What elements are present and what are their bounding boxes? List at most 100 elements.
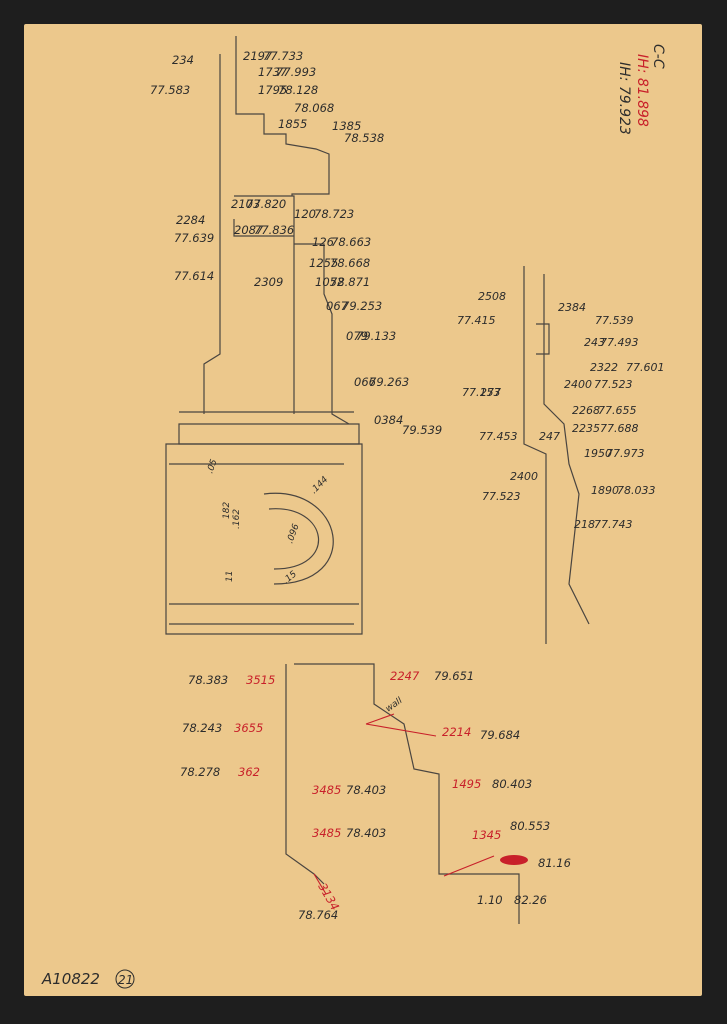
lower-profile-red-label: 3485 [312,783,341,797]
upper-profile-label: 77.993 [276,65,316,79]
upper-profile-label: 1795 [258,83,287,97]
upper-profile-label: 78.668 [330,256,370,270]
right-profile-label: 77.153 [462,386,501,399]
upper-profile-label: 78.068 [294,101,334,115]
right-profile-label: 77.493 [600,336,639,349]
red-leader [365,713,437,737]
lower-profile-red-label: 1345 [472,828,501,842]
plan-note: .05 [205,458,219,475]
lower-profile-red-label: 3515 [246,673,275,687]
upper-profile-label: 2309 [254,275,283,289]
upper-profile-label: 78.723 [314,207,354,221]
upper-wall-line [234,195,295,414]
red-leader [313,873,327,895]
lower-profile-label: 1.10 [477,893,503,907]
plan-note: .162 [232,509,242,529]
plan-note: .144 [309,475,330,496]
right-profile-label: 2384 [558,301,586,314]
upper-profile-label: 79.539 [402,423,442,437]
page-number: 21 [118,973,133,987]
upper-profile-label: 2284 [176,213,205,227]
header-ih-gray: IH: 79.923 [616,62,632,135]
right-wall-line [523,266,547,644]
red-leader [443,855,495,877]
right-profile-label: 77.523 [594,378,633,391]
right-profile-label: 77.415 [457,314,496,327]
upper-profile-label: 1255 [309,256,338,270]
upper-profile-label: 126 [312,235,334,249]
lower-profile-label: 78.764 [298,908,338,922]
right-profile-label: 243 [584,336,605,349]
upper-profile-label: 2103 [231,197,260,211]
upper-profile-label: 1385 [332,119,361,133]
lower-profile-label: 78.278 [180,765,220,779]
right-profile-label: 1890 [591,484,619,497]
upper-profile-label: 79.133 [356,329,396,343]
right-profile-label: 77.539 [595,314,634,327]
right-wall-line [536,323,550,355]
lower-profile-label: 78.403 [346,783,386,797]
upper-profile-label: 1052 [315,275,344,289]
right-profile-label: 77.688 [600,422,639,435]
lower-profile-label: 82.26 [514,893,547,907]
upper-profile-label: 2197 [243,49,273,63]
right-profile-label: 1950 [584,447,612,460]
right-profile-label: 77.973 [606,447,645,460]
right-profile-label: 2400 [510,470,538,483]
lower-profile-label: 79.651 [434,669,474,683]
upper-profile-label: 78.538 [344,131,384,145]
labels-group: 23477.583219777.733173777.993179578.1281… [150,49,665,922]
plan-inner [169,603,359,625]
plan-note: 182 [222,502,232,519]
upper-profile-label: 77.614 [174,269,214,283]
right-profile-label: 2235 [572,422,600,435]
lower-profile-label: 81.16 [538,856,571,870]
upper-profile-label: 78.871 [330,275,370,289]
lower-profile-label: 78.383 [188,673,228,687]
upper-profile-label: 77.733 [263,49,303,63]
upper-wall-line [235,36,330,196]
upper-profile-label: 066 [354,375,376,389]
platform [178,423,360,445]
wall-note: wall [384,696,405,715]
lower-wall-line [294,663,469,875]
upper-profile-label: 77.639 [174,231,214,245]
right-profile-label: 77.601 [626,361,665,374]
lower-wall-line [285,664,325,885]
right-profile-label: 277 [480,386,501,399]
upper-wall-line [233,219,294,237]
lower-profile-label: 78.243 [182,721,222,735]
lower-profile-label: 80.553 [510,819,550,833]
right-profile-label: 2268 [572,404,600,417]
upper-profile-label: 77.836 [254,223,294,237]
right-profile-label: 2322 [590,361,618,374]
upper-profile-label: 234 [172,53,194,67]
lower-profile-red-label: 2214 [442,725,471,739]
upper-profile-label: 2087 [234,223,264,237]
lower-profile-red-label: 3655 [234,721,263,735]
lower-wall-line [469,873,520,924]
plan-note: 11 [225,571,235,582]
right-profile-label: 77.523 [482,490,521,503]
right-profile-label: 218 [574,518,595,531]
upper-profile-label: 79.253 [342,299,382,313]
upper-profile-label: 77.820 [246,197,286,211]
upper-profile-label: 78.128 [278,83,318,97]
upper-wall-line [203,54,221,414]
right-wall-line [543,274,590,625]
catalog-number: A10822 [41,970,100,988]
right-profile-label: 2508 [478,290,506,303]
section-drawing: 23477.583219777.733173777.993179578.1281… [41,36,666,989]
plan-arc [263,492,334,585]
plan-arc [268,508,319,570]
right-profile-label: 77.743 [594,518,633,531]
page-number-circle [115,969,135,989]
plan-outline [165,443,363,635]
lower-profile-label: 80.403 [492,777,532,791]
upper-profile-label: 79.263 [369,375,409,389]
upper-profile-label: 0384 [374,413,403,427]
upper-profile-label: 78.663 [331,235,371,249]
